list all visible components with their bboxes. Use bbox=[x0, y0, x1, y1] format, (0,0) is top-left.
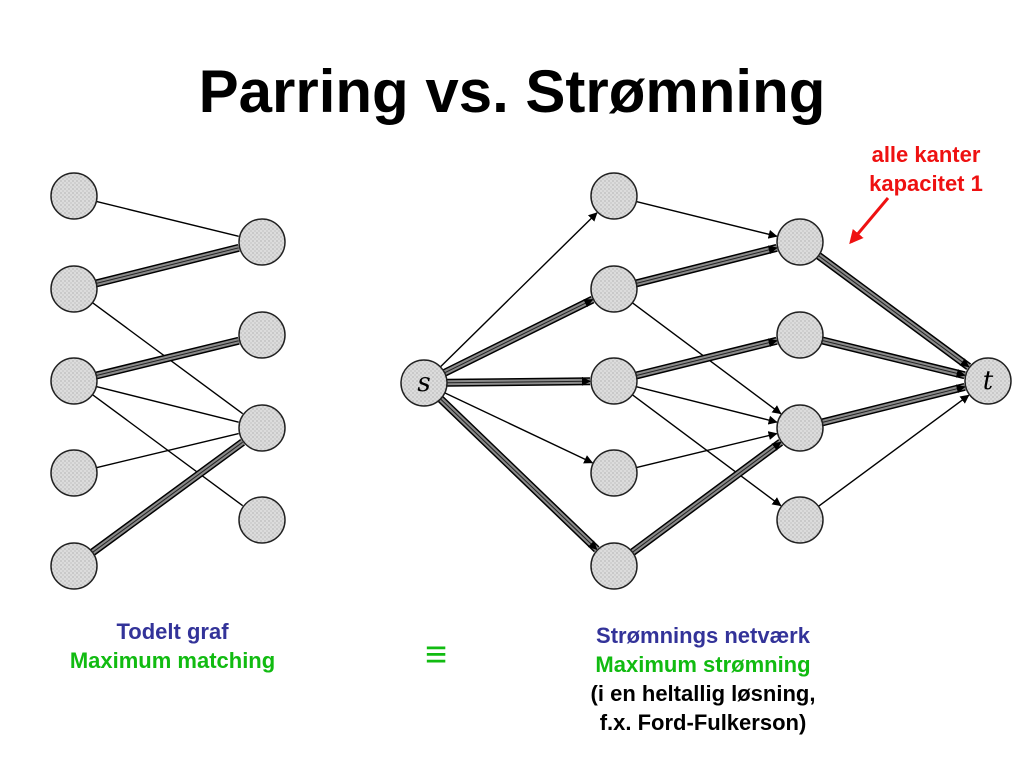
flow-edge bbox=[636, 431, 778, 469]
flow-edge bbox=[444, 392, 594, 464]
bipartite-caption-line-2: Maximum matching bbox=[69, 648, 276, 673]
flow-left-node bbox=[590, 357, 638, 405]
slide-title: Parring vs. Strømning bbox=[198, 58, 826, 125]
flow-caption-line-4: f.x. Ford-Fulkerson) bbox=[599, 710, 807, 735]
edge-layer bbox=[90, 200, 972, 556]
flow-edge bbox=[636, 385, 778, 425]
flow-edge bbox=[636, 200, 778, 239]
flow-left-node bbox=[590, 172, 638, 220]
flow-edge bbox=[437, 396, 600, 553]
bipartite-right-node bbox=[238, 404, 286, 452]
flow-right-node bbox=[776, 404, 824, 452]
bipartite-right-node bbox=[238, 311, 286, 359]
flow-edge bbox=[635, 336, 778, 380]
annotation-line-1: alle kanter bbox=[871, 142, 981, 167]
flow-caption-line-3: (i en heltallig løsning, bbox=[590, 681, 816, 706]
flow-caption-line-2: Maximum strømning bbox=[595, 652, 811, 677]
flow-edge bbox=[821, 382, 966, 427]
bipartite-edge bbox=[95, 243, 240, 288]
bipartite-left-node bbox=[50, 449, 98, 497]
annotation-arrow bbox=[849, 197, 890, 245]
flow-edge bbox=[442, 296, 595, 377]
flow-caption-line-1: Strømnings netværk bbox=[596, 623, 810, 648]
capacity-annotation: alle kanter kapacitet 1 bbox=[838, 140, 1014, 198]
bipartite-edge bbox=[96, 385, 239, 423]
flow-left-node bbox=[590, 449, 638, 497]
bipartite-left-node bbox=[50, 265, 98, 313]
flow-left-node bbox=[590, 265, 638, 313]
bipartite-left-node bbox=[50, 542, 98, 590]
bipartite-edge bbox=[96, 432, 239, 469]
bipartite-right-node bbox=[238, 496, 286, 544]
bipartite-left-node bbox=[50, 172, 98, 220]
source-node: s bbox=[400, 359, 448, 407]
flow-right-node bbox=[776, 311, 824, 359]
flow-edge bbox=[446, 376, 591, 387]
bipartite-edge bbox=[96, 200, 239, 237]
flow-right-node bbox=[776, 496, 824, 544]
bipartite-edge bbox=[90, 438, 246, 556]
equivalence-symbol: ≡ bbox=[424, 634, 448, 676]
flow-edge bbox=[816, 252, 972, 370]
sink-node: t bbox=[964, 357, 1012, 405]
bipartite-edge bbox=[95, 336, 240, 380]
flow-edge bbox=[818, 394, 970, 507]
bipartite-left-node bbox=[50, 357, 98, 405]
flow-right-node bbox=[776, 218, 824, 266]
flow-caption: Strømnings netværk Maximum strømning (i … bbox=[548, 621, 858, 737]
flow-edge bbox=[635, 244, 778, 288]
bipartite-caption-line-1: Todelt graf bbox=[116, 619, 229, 644]
flow-edge bbox=[439, 212, 598, 368]
flow-edge bbox=[821, 336, 966, 380]
bipartite-right-node bbox=[238, 218, 286, 266]
flow-edge bbox=[630, 439, 784, 556]
flow-left-node bbox=[590, 542, 638, 590]
source-node-label: s bbox=[417, 368, 430, 398]
sink-node-label: t bbox=[983, 366, 994, 396]
annotation-line-2: kapacitet 1 bbox=[869, 171, 983, 196]
bipartite-caption: Todelt graf Maximum matching bbox=[30, 617, 315, 675]
